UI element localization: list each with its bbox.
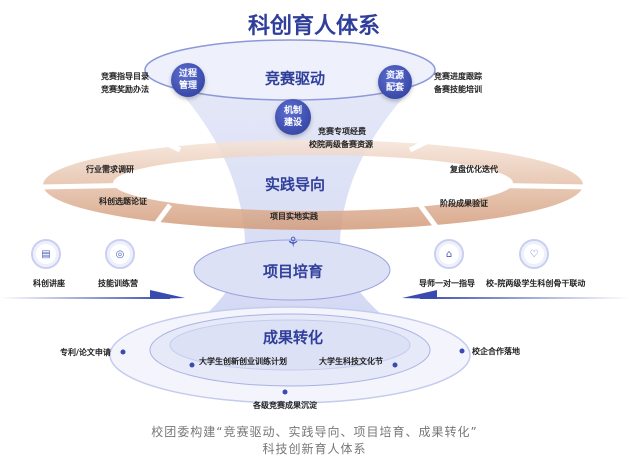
resources-circle: 资源 配套 (378, 65, 412, 99)
practice-segment: 科创选题论证 (99, 197, 147, 206)
result-item: 专利/论文申请 (60, 348, 111, 357)
mechanism-item: 校院两级备赛资源 (309, 140, 373, 149)
mechanism-item: 竞赛专项经费 (318, 127, 366, 136)
page-title: 科创育人体系 (247, 14, 381, 39)
resources-item: 备赛技能培训 (434, 85, 482, 94)
practice-heading: 实践导向 (264, 175, 326, 194)
process-circle: 过程 管理 (171, 63, 205, 97)
cultivation-heading: 项目培育 (262, 262, 324, 281)
competition-heading: 竞赛驱动 (264, 69, 326, 88)
hands-heart-icon: ⚘ (286, 235, 300, 251)
result-item: 大学生创新创业训练计划 (199, 357, 287, 366)
practice-segment: 行业需求调研 (86, 165, 134, 174)
practice-segment: 复盘优化迭代 (450, 165, 498, 174)
linkage-icon: ♡ (519, 239, 549, 269)
practice-segment: 阶段成果验证 (440, 199, 488, 208)
lecture-icon: ▤ (31, 239, 61, 269)
cultivation-item: 科创讲座 (33, 279, 65, 288)
process-item: 竞赛指导目录 (101, 72, 149, 81)
results-heading: 成果转化 (262, 328, 324, 347)
funnel (160, 70, 430, 340)
cultivation-item: 校-院两级学生科创骨干联动 (486, 279, 586, 288)
orange-ring (43, 140, 583, 230)
right-arrow (420, 297, 629, 299)
result-item: 大学生科技文化节 (319, 357, 383, 366)
cultivation-item: 导师一对一指导 (419, 279, 475, 288)
caption-line: 科技创新育人体系 (262, 442, 367, 456)
cultivation-item: 技能训练营 (98, 279, 138, 288)
result-item: 各级竞赛成果沉淀 (253, 401, 317, 410)
mechanism-circle: 机制 建设 (275, 99, 311, 135)
left-arrow (0, 297, 170, 299)
result-dots (120, 348, 465, 395)
practice-segment: 项目实地实践 (270, 212, 318, 221)
cultivation-disc (193, 239, 391, 301)
training-icon: ◎ (105, 239, 135, 269)
process-item: 竞赛奖励办法 (101, 85, 149, 94)
resources-item: 竞赛进度跟踪 (434, 72, 482, 81)
result-item: 校企合作落地 (472, 347, 520, 356)
caption-line: 校团委构建“竞赛驱动、实践导向、项目培育、成果转化” (151, 425, 478, 439)
mentor-icon: ⌂ (434, 239, 464, 269)
